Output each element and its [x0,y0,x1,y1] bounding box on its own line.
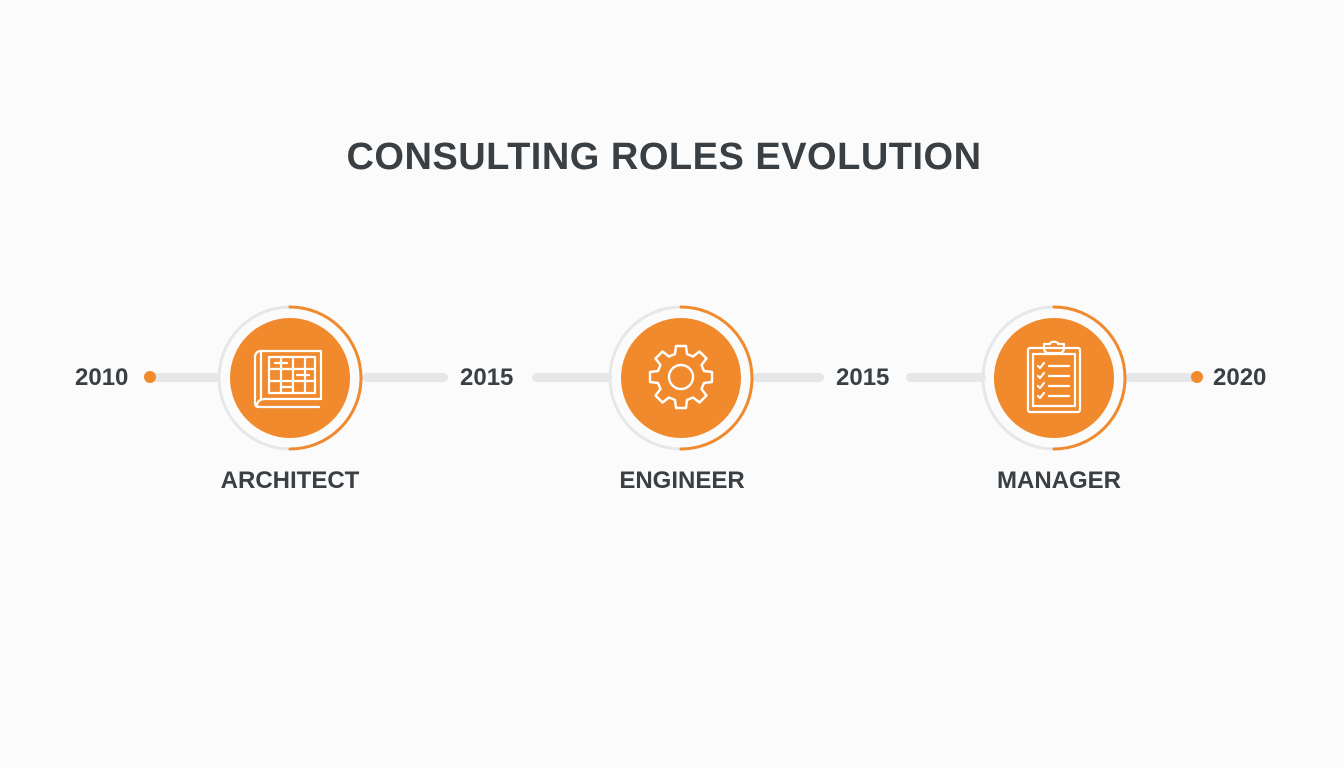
blueprint-icon [253,349,323,409]
progress-ring [608,305,754,451]
role-label-architect: ARCHITECT [220,467,360,494]
timeline-track-segment [752,373,824,382]
role-label-manager: MANAGER [997,467,1121,494]
role-label-engineer: ENGINEER [619,467,745,494]
role-node-manager [980,304,1128,452]
clipboard-checklist-icon [1026,340,1082,414]
role-disc [230,318,350,438]
role-node-architect [216,304,364,452]
year-label-2010: 2010 [75,364,129,391]
year-label-2015-a: 2015 [460,364,514,391]
year-label-2020: 2020 [1213,364,1267,391]
timeline-track-segment [906,373,986,382]
timeline-end-dot [1191,371,1203,383]
timeline-start-dot [144,371,156,383]
progress-ring [981,305,1127,451]
role-disc [994,318,1114,438]
timeline-track-segment [1125,373,1200,382]
role-disc [621,318,741,438]
progress-ring [217,305,363,451]
role-node-engineer [607,304,755,452]
timeline-track-segment [150,373,220,382]
page-title: CONSULTING ROLES EVOLUTION [346,136,982,178]
timeline-track-segment [362,373,448,382]
year-label-2015-b: 2015 [836,364,890,391]
timeline-track-segment [532,373,612,382]
gear-icon [648,344,714,410]
